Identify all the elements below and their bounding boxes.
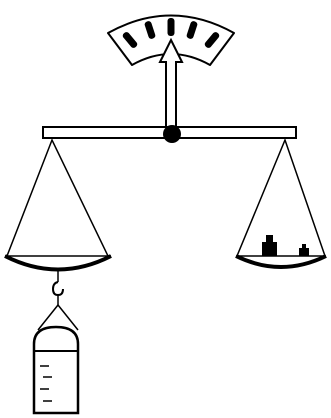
- weight-small: [299, 244, 309, 256]
- gauge-mark: [186, 21, 198, 39]
- left-pan-bowl: [4, 254, 112, 272]
- gauge-marks: [122, 18, 220, 48]
- pivot-point: [163, 125, 181, 143]
- gauge-mark: [204, 32, 220, 48]
- gauge-mark: [144, 21, 156, 39]
- right-pan-bowl: [235, 254, 327, 269]
- hanging-load: [32, 269, 80, 415]
- left-pan-strings: [6, 138, 109, 257]
- pointer-arrow: [158, 37, 184, 129]
- gauge-mark: [167, 18, 175, 36]
- right-pan-strings: [236, 137, 326, 257]
- weight-large: [262, 235, 277, 256]
- right-pan: [235, 137, 327, 269]
- hook-icon: [51, 281, 64, 297]
- gauge-mark: [122, 32, 138, 48]
- cylinder-container: [32, 325, 80, 415]
- left-pan: [4, 138, 112, 272]
- cylinder-level-marks: [40, 365, 52, 402]
